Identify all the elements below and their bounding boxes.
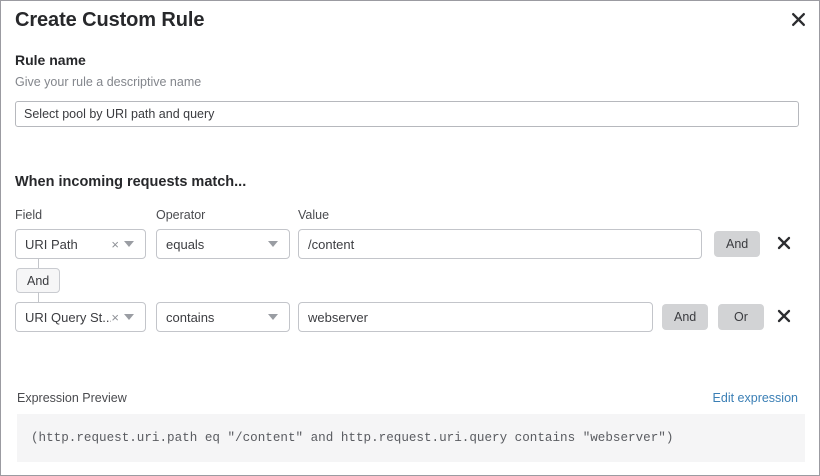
match-section-title: When incoming requests match... (15, 174, 247, 190)
operator-select-1[interactable]: equals (156, 229, 290, 259)
chevron-down-icon (124, 314, 134, 320)
add-or-condition-button-2[interactable]: Or (718, 304, 764, 330)
page-title: Create Custom Rule (15, 9, 205, 31)
delete-condition-button-1[interactable] (773, 233, 795, 255)
rule-name-help-text: Give your rule a descriptive name (15, 75, 202, 89)
connector-line-bottom (38, 292, 39, 302)
delete-condition-button-2[interactable] (773, 306, 795, 328)
expression-preview-label: Expression Preview (17, 391, 127, 405)
edit-expression-link[interactable]: Edit expression (712, 391, 798, 405)
field-select-2[interactable]: URI Query St... × (15, 302, 146, 332)
condition-row: URI Path × equals And (1, 229, 819, 259)
value-input-2[interactable] (298, 302, 653, 332)
column-header-value: Value (298, 208, 330, 222)
chevron-down-icon (268, 314, 278, 320)
add-and-condition-button-1[interactable]: And (714, 231, 761, 257)
field-select-2-value: URI Query St... (25, 309, 112, 325)
close-modal-button[interactable] (785, 6, 811, 32)
rule-name-label: Rule name (15, 52, 86, 68)
connector-line-top (38, 259, 39, 269)
clear-field-icon[interactable]: × (111, 236, 119, 252)
column-header-operator: Operator (156, 208, 206, 222)
value-input-1[interactable] (298, 229, 702, 259)
operator-select-1-value: equals (166, 236, 205, 252)
chevron-down-icon (124, 241, 134, 247)
add-and-condition-button-2[interactable]: And (662, 304, 709, 330)
expression-preview-code: (http.request.uri.path eq "/content" and… (17, 414, 805, 462)
close-icon (777, 236, 791, 253)
field-select-1[interactable]: URI Path × (15, 229, 146, 259)
clear-field-icon[interactable]: × (111, 309, 119, 325)
column-header-field: Field (15, 208, 43, 222)
field-select-1-value: URI Path (25, 236, 78, 252)
close-icon (777, 309, 791, 326)
operator-select-2[interactable]: contains (156, 302, 290, 332)
operator-select-2-value: contains (166, 309, 215, 325)
condition-row: URI Query St... × contains And Or (1, 302, 819, 332)
group-connector-and[interactable]: And (16, 268, 61, 293)
chevron-down-icon (268, 241, 278, 247)
close-icon (791, 12, 806, 27)
rule-name-input[interactable] (15, 101, 799, 127)
